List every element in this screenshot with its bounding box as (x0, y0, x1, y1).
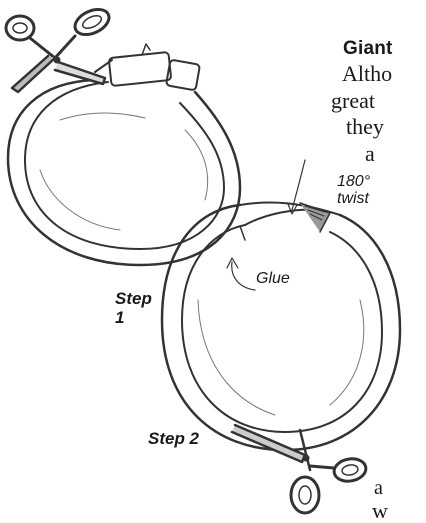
step-1-label: Step 1 (115, 290, 152, 327)
scissors-icon (232, 425, 368, 513)
twist-annotation: 180° twist (337, 174, 370, 208)
step-1-label-number: 1 (115, 308, 124, 327)
paper-loop-band-icon (8, 44, 240, 265)
body-text-line: a (365, 143, 375, 165)
twist-annotation-word: twist (337, 190, 369, 207)
article-heading: Giant (343, 38, 393, 60)
body-text-line: great (331, 90, 375, 112)
twist-annotation-degrees: 180° (337, 173, 370, 190)
scissors-icon (6, 4, 113, 92)
body-text-line: w (372, 500, 388, 522)
body-text-line: they (346, 116, 384, 138)
body-text-line: a (374, 478, 383, 498)
step-2-label: Step 2 (148, 430, 199, 449)
glue-annotation: Glue (256, 271, 290, 288)
step-1-label-word: Step (115, 289, 152, 308)
body-text-line: Altho (342, 63, 392, 85)
